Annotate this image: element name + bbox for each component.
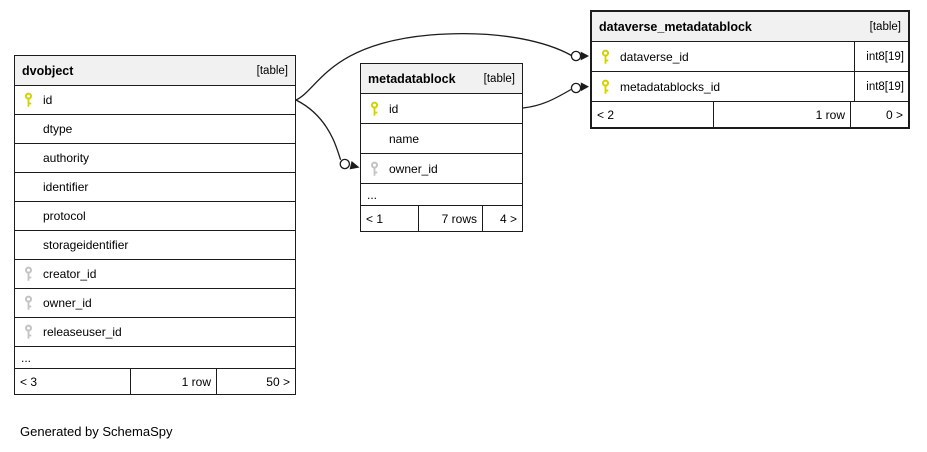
column-row-owner-id: owner_id bbox=[361, 154, 522, 184]
column-name: authority bbox=[43, 151, 90, 165]
cardinality-circle bbox=[570, 82, 582, 94]
column-name: releaseuser_id bbox=[43, 325, 122, 339]
column-row-releaseuser-id: releaseuser_id bbox=[15, 318, 295, 347]
column-row-id: id bbox=[15, 86, 295, 115]
column-name: name bbox=[389, 131, 420, 146]
table-header-metadatablock[interactable]: metadatablock [table] bbox=[361, 64, 522, 94]
implied-relationships-right: 0 > bbox=[885, 107, 903, 122]
column-row-authority: authority bbox=[15, 144, 295, 173]
column-name: id bbox=[43, 93, 53, 107]
table-name: dvobject bbox=[22, 63, 74, 78]
column-row-id: id bbox=[361, 94, 522, 124]
implied-relationships-left: < 2 bbox=[597, 107, 615, 122]
column-name: protocol bbox=[43, 209, 86, 223]
foreign-key-icon bbox=[369, 161, 380, 176]
column-row-owner-id: owner_id bbox=[15, 289, 295, 318]
row-count: 1 row bbox=[130, 369, 217, 394]
column-name: storageidentifier bbox=[43, 238, 129, 252]
column-name: identifier bbox=[43, 180, 89, 194]
table-header-dataverse-metadatablock[interactable]: dataverse_metadatablock [table] bbox=[592, 12, 908, 42]
foreign-key-icon bbox=[23, 324, 34, 340]
row-count: 1 row bbox=[713, 102, 851, 127]
column-name: metadatablocks_id bbox=[620, 79, 721, 94]
column-name: id bbox=[389, 101, 399, 116]
column-type: int8[19] bbox=[854, 42, 908, 71]
primary-key-icon bbox=[600, 49, 611, 64]
cardinality-circle bbox=[570, 50, 582, 62]
column-name: owner_id bbox=[43, 296, 92, 310]
table-tag: [table] bbox=[256, 64, 288, 77]
arrowhead-icon bbox=[580, 51, 589, 61]
primary-key-icon bbox=[369, 101, 380, 116]
column-name: dataverse_id bbox=[620, 49, 689, 64]
table-tag: [table] bbox=[869, 20, 901, 33]
column-row-name: name bbox=[361, 124, 522, 154]
foreign-key-icon bbox=[23, 295, 34, 311]
column-name: dtype bbox=[43, 122, 73, 136]
column-row-storageidentifier: storageidentifier bbox=[15, 231, 295, 260]
column-row-creator-id: creator_id bbox=[15, 260, 295, 289]
column-row-dtype: dtype bbox=[15, 115, 295, 144]
table-name: metadatablock bbox=[368, 71, 456, 86]
cardinality-circle bbox=[339, 158, 351, 170]
table-footer: < 3 1 row 50 > bbox=[15, 369, 295, 394]
column-type: int8[19] bbox=[854, 72, 908, 101]
column-row-metadatablocks-id: metadatablocks_id int8[19] bbox=[592, 72, 908, 102]
arrowhead-icon bbox=[580, 82, 589, 92]
table-footer: < 2 1 row 0 > bbox=[592, 102, 908, 127]
column-row-dataverse-id: dataverse_id int8[19] bbox=[592, 42, 908, 72]
table-metadatablock: metadatablock [table] id name owner_id .… bbox=[360, 63, 523, 232]
table-footer: < 1 7 rows 4 > bbox=[361, 206, 522, 231]
ellipsis-row: ... bbox=[361, 184, 522, 206]
column-row-protocol: protocol bbox=[15, 202, 295, 231]
edge-dvobject-id-to-metadatablock-owner-id bbox=[295, 99, 360, 170]
table-tag: [table] bbox=[483, 72, 515, 85]
arrowhead-icon bbox=[349, 161, 360, 170]
column-name: creator_id bbox=[43, 267, 97, 281]
table-dataverse-metadatablock: dataverse_metadatablock [table] datavers… bbox=[590, 10, 910, 129]
edge-metadatablock-id-to-dataverse-metadatablock-metadatablocks-id bbox=[522, 82, 589, 109]
table-dvobject: dvobject [table] id dtype authority iden… bbox=[14, 55, 296, 395]
ellipsis-row: ... bbox=[15, 347, 295, 369]
primary-key-icon bbox=[23, 92, 34, 108]
column-name: owner_id bbox=[389, 161, 438, 176]
implied-relationships-right: 4 > bbox=[499, 211, 517, 226]
column-row-identifier: identifier bbox=[15, 173, 295, 202]
primary-key-icon bbox=[600, 79, 611, 94]
foreign-key-icon bbox=[23, 266, 34, 282]
table-header-dvobject[interactable]: dvobject [table] bbox=[15, 56, 295, 86]
generated-by-note: Generated by SchemaSpy bbox=[20, 424, 173, 439]
table-name: dataverse_metadatablock bbox=[599, 19, 752, 34]
implied-relationships-right: 50 > bbox=[266, 374, 290, 389]
implied-relationships-left: < 1 bbox=[366, 211, 384, 226]
row-count: 7 rows bbox=[418, 206, 483, 231]
implied-relationships-left: < 3 bbox=[20, 374, 38, 389]
